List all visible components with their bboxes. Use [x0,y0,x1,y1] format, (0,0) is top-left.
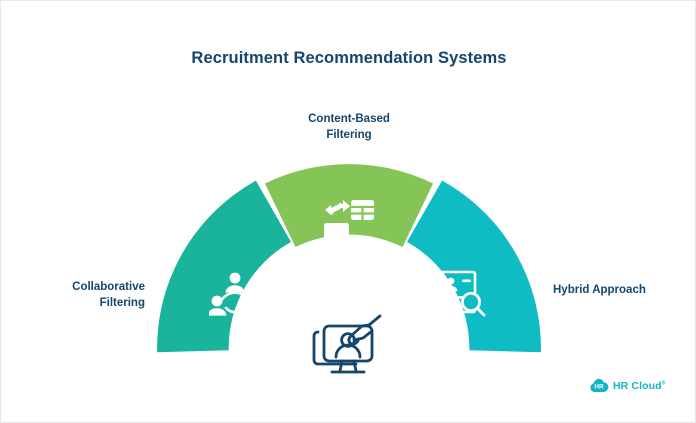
monitor-grid-exchange-icon [324,200,374,245]
page-title: Recruitment Recommendation Systems [191,49,507,67]
logo-mark-text: HR [594,383,604,390]
label-line-1: Collaborative [72,281,145,293]
hr-cloud-mark-icon: HR [590,378,609,393]
logo-trademark: ® [661,380,666,386]
people-network-icon [209,272,261,316]
label-collaborative-filtering: Collaborative Filtering [21,280,145,311]
logo-wordmark-text: HR Cloud [613,379,662,392]
segment-hybrid-approach[interactable] [407,180,541,353]
monitor-person-hand-icon [312,314,382,374]
label-hybrid-approach: Hybrid Approach [553,283,693,299]
label-content-based-filtering: Content-Based Filtering [279,112,419,143]
hr-cloud-logo: HR HR Cloud® [589,378,665,393]
segment-collaborative-filtering[interactable] [157,180,291,353]
label-line-2: Filtering [326,128,372,141]
logo-wordmark: HR Cloud® [613,380,665,392]
label-line-2: Filtering [99,296,145,309]
label-line-1: Hybrid Approach [553,284,646,296]
resume-search-icon [439,270,486,317]
label-line-1: Content-Based [308,113,390,125]
